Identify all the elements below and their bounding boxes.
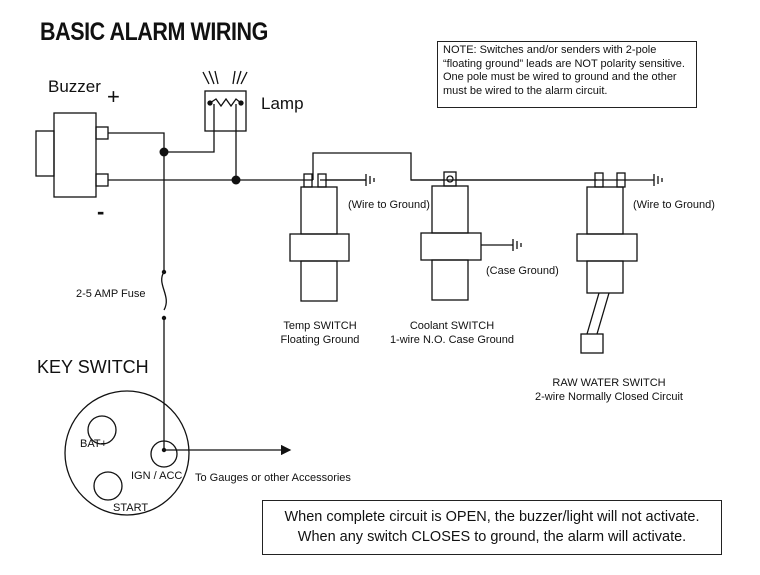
fuse-terminal-dot bbox=[161, 269, 167, 275]
raw-water-switch-desc: 2-wire Normally Closed Circuit bbox=[535, 391, 683, 403]
fuse-terminal-dot bbox=[161, 315, 167, 321]
bat-label: BAT+ bbox=[80, 438, 108, 450]
footer-line-2: When any switch CLOSES to ground, the al… bbox=[297, 529, 687, 545]
junction-dot bbox=[159, 147, 169, 157]
temp-switch-name: Temp SWITCH bbox=[283, 320, 357, 332]
key-switch-label: KEY SWITCH bbox=[37, 357, 149, 377]
diagram-title: BASIC ALARM WIRING bbox=[40, 18, 268, 46]
raw-water-switch-icon bbox=[576, 172, 638, 354]
fuse-label: 2-5 AMP Fuse bbox=[76, 288, 146, 300]
lamp-icon bbox=[202, 70, 248, 132]
lamp-label: Lamp bbox=[261, 94, 304, 113]
coolant-switch-icon bbox=[420, 171, 513, 301]
key-switch-icon bbox=[64, 390, 190, 516]
case-ground-label: (Case Ground) bbox=[486, 265, 559, 277]
to-gauges-label: To Gauges or other Accessories bbox=[195, 472, 351, 484]
note-box: NOTE: Switches and/or senders with 2-pol… bbox=[437, 41, 697, 108]
buzzer-icon bbox=[35, 112, 109, 198]
raw-water-switch-name: RAW WATER SWITCH bbox=[552, 377, 666, 389]
ground-icon bbox=[653, 174, 663, 186]
coolant-switch-name: Coolant SWITCH bbox=[409, 320, 495, 332]
footer-box: When complete circuit is OPEN, the buzze… bbox=[262, 500, 722, 555]
minus-label: - bbox=[97, 199, 105, 224]
footer-line-1: When complete circuit is OPEN, the buzze… bbox=[284, 509, 700, 525]
plus-label: + bbox=[107, 84, 120, 109]
wire-to-ground-label: (Wire to Ground) bbox=[348, 199, 430, 211]
terminal-dot bbox=[161, 447, 167, 453]
wire-to-ground-label: (Wire to Ground) bbox=[633, 199, 715, 211]
temp-switch-desc: Floating Ground bbox=[280, 334, 360, 346]
ign-label: IGN / ACC bbox=[131, 470, 183, 482]
temp-switch-icon bbox=[289, 173, 366, 302]
coolant-switch-desc: 1-wire N.O. Case Ground bbox=[389, 334, 515, 346]
junction-dot bbox=[231, 175, 241, 185]
start-label: START bbox=[113, 502, 149, 514]
ground-icon bbox=[365, 174, 375, 186]
buzzer-label: Buzzer bbox=[48, 77, 101, 96]
ground-icon bbox=[512, 239, 522, 251]
